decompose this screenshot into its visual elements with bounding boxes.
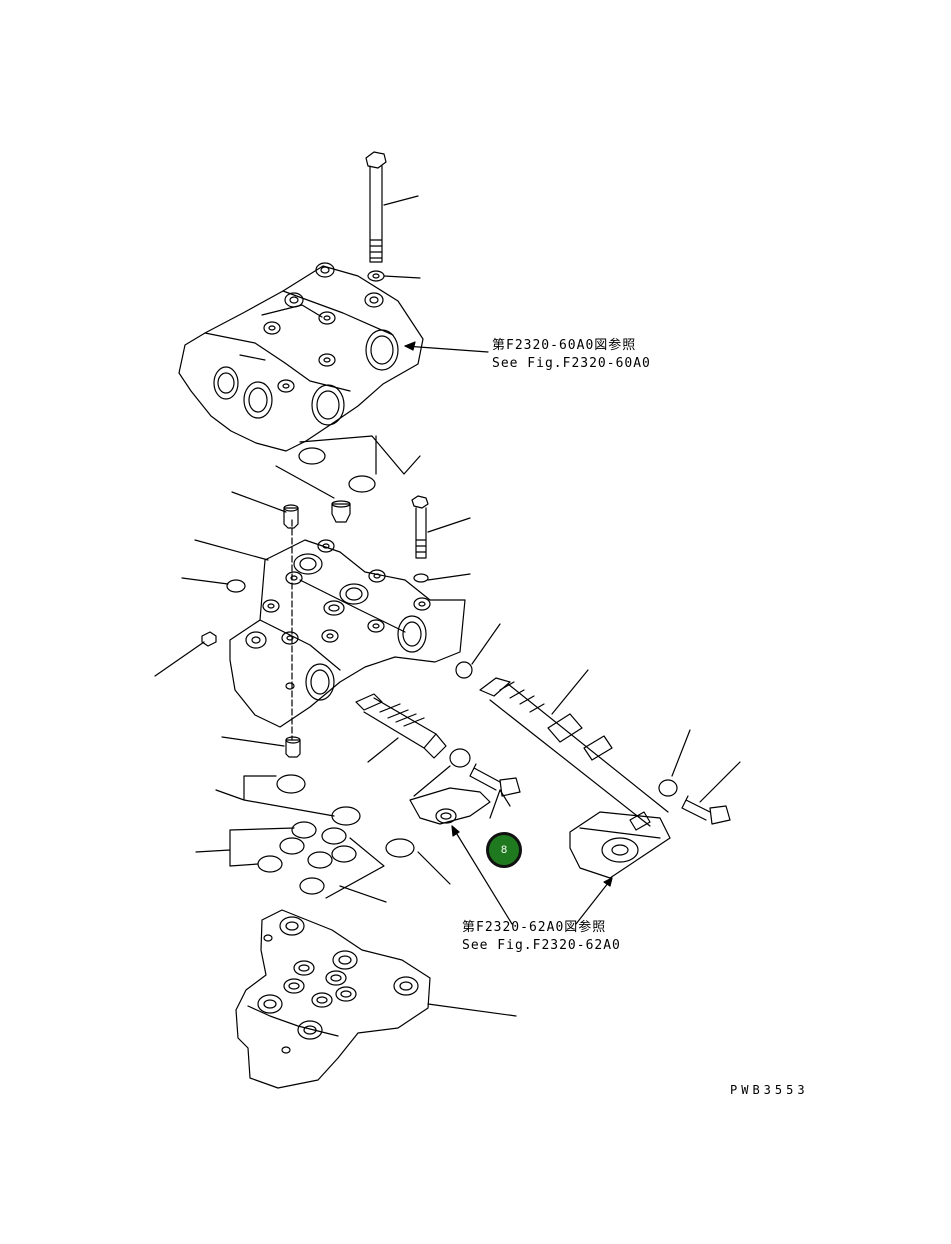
nut <box>658 779 678 797</box>
o-ring <box>298 447 326 465</box>
nut <box>449 748 471 768</box>
bolt <box>411 495 429 559</box>
nut <box>455 661 473 679</box>
washer-hole <box>372 273 380 279</box>
plug <box>285 736 301 758</box>
washer <box>367 270 385 282</box>
set-screw <box>201 631 217 647</box>
lever <box>409 787 491 825</box>
reference-label-en: See Fig.F2320-62A0 <box>462 938 621 953</box>
screw <box>469 763 521 797</box>
drawing-number: PWB3553 <box>730 1083 809 1097</box>
washer <box>413 573 429 583</box>
middle-valve-body <box>229 539 466 728</box>
callout-hotspot[interactable]: 8 <box>486 832 522 868</box>
upper-valve-body <box>178 262 424 452</box>
bottom-plate <box>235 909 431 1089</box>
arrow-head-2 <box>451 825 460 837</box>
reference-label-en: See Fig.F2320-60A0 <box>492 356 651 371</box>
o-ring <box>348 475 376 493</box>
o-ring <box>226 579 246 593</box>
arrow-head-3 <box>603 877 613 887</box>
arrow-head-1 <box>404 341 416 351</box>
screw <box>681 795 731 825</box>
reference-label-jp: 第F2320-62A0図参照 <box>462 920 607 935</box>
spool <box>355 693 447 759</box>
plug <box>331 500 351 523</box>
reference-label-jp: 第F2320-60A0図参照 <box>492 338 637 353</box>
leader-lines <box>154 195 741 1017</box>
plug <box>283 504 299 529</box>
lever-assembly <box>569 811 671 879</box>
long-bolt <box>365 151 387 263</box>
main-spool <box>479 677 669 831</box>
o-ring-set <box>257 774 415 895</box>
